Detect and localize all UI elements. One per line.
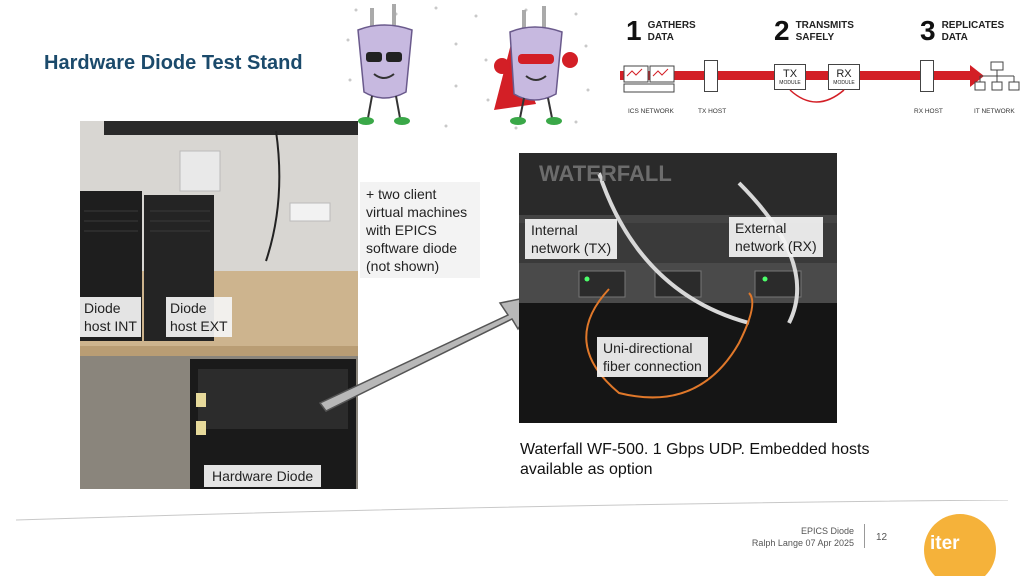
label-fiber-connection: Uni-directional fiber connection [597,337,708,377]
it-network-label: IT NETWORK [974,108,1015,115]
footer-curve [16,500,1008,521]
diode-mascots-illustration [336,0,602,136]
label-diode-host-ext: Diode host EXT [166,297,232,337]
waterfall-caption: Waterfall WF-500. 1 Gbps UDP. Embedded h… [520,441,870,478]
process-step-3: 3 REPLICATES DATA [920,15,1012,46]
iter-logo-text: iter [930,533,960,554]
step-label: TRANSMITS SAFELY [795,20,854,43]
tx-module-label: TX [782,68,798,80]
slide-title: Hardware Diode Test Stand [44,52,303,74]
ics-network-icon [623,65,675,93]
test-stand-photo: Diode host INT Diode host EXT Hardware D… [80,121,358,489]
tx-module-box: TX MODULE [774,64,806,90]
pointer-arrow [318,293,542,412]
footer-separator [864,524,865,548]
vm-note: + two client virtual machines with EPICS… [360,182,480,278]
step-number: 1 [626,15,642,46]
step-number: 3 [920,15,936,46]
label-external-network: External network (RX) [729,217,823,257]
it-network-icon [974,61,1020,91]
diode-process-graphic: 1 GATHERS DATA 2 TRANSMITS SAFELY 3 REPL… [614,12,1022,124]
label-hardware-diode: Hardware Diode [204,465,322,487]
process-step-2: 2 TRANSMITS SAFELY [774,15,866,46]
rx-module-sub: MODULE [833,80,855,86]
waterfall-unit-illustration: WATERFALL [519,153,837,423]
waterfall-unit-photo: WATERFALL Internal network (TX) External… [519,153,837,423]
tx-host-label: TX HOST [698,108,727,115]
dot-pattern [346,4,590,130]
iter-logo: iter [922,512,998,576]
footer-title: EPICS Diode [800,526,854,536]
rx-host-label: RX HOST [914,108,943,115]
tx-module-sub: MODULE [779,80,801,86]
mascot-superhero [494,6,578,125]
mascot-sunglasses [357,4,413,125]
footer-info: EPICS Diode Ralph Lange 07 Apr 2025 [752,525,854,549]
process-step-1: 1 GATHERS DATA [626,15,718,46]
label-diode-host-int: Diode host INT [80,297,141,337]
rx-module-box: RX MODULE [828,64,860,90]
label-internal-network: Internal network (TX) [525,219,618,259]
tx-host-icon [704,60,718,92]
page-number: 12 [876,532,888,543]
rx-module-label: RX [836,68,852,80]
rx-host-icon [920,60,934,92]
fiber-loop-icon [789,89,845,103]
waterfall-brand-text: WATERFALL [539,161,672,186]
step-label: GATHERS DATA [647,20,696,43]
step-label: REPLICATES DATA [941,20,1005,43]
step-number: 2 [774,15,790,46]
footer-author-date: Ralph Lange 07 Apr 2025 [751,538,854,548]
ics-network-label: ICS NETWORK [628,108,674,115]
iter-logo-circle [924,514,996,576]
